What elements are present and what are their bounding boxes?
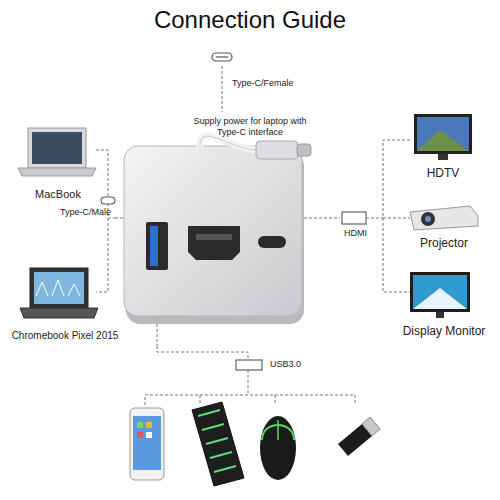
diagram-title: Connection Guide [0, 6, 500, 34]
app-icon [137, 432, 143, 438]
laptop-base [20, 308, 98, 318]
cable-edge [200, 136, 258, 150]
leader-line [108, 218, 115, 219]
tv-frame [414, 114, 472, 154]
leader-line [222, 66, 223, 112]
laptop-display [34, 272, 84, 304]
leader-line [383, 218, 410, 219]
monitor-screen [413, 275, 467, 309]
monitor-stand [436, 312, 444, 318]
port-label: USB3.0 [270, 359, 330, 370]
app-icon [137, 422, 143, 428]
leader-line [366, 218, 383, 219]
app-icon [146, 422, 152, 428]
bracket-line [145, 395, 355, 405]
leader-line [115, 218, 124, 219]
plug-tip [297, 144, 311, 156]
hdmi-port [188, 226, 240, 260]
hdtv-icon [414, 114, 472, 160]
mouse-wheel [277, 420, 279, 440]
projector-lens [421, 212, 435, 226]
adapter-body [124, 146, 302, 316]
laptop-display [32, 132, 82, 164]
cable [200, 136, 258, 150]
device-label: MacBook [18, 188, 98, 201]
usb-stick-icon [338, 417, 380, 456]
tv-picture [417, 130, 469, 151]
chromebook-icon [20, 268, 98, 318]
device-label: HDTV [410, 166, 476, 180]
leader-line [157, 346, 248, 395]
port-label: Type-C/Female [232, 78, 322, 89]
typec-icon [212, 53, 232, 61]
keyboard-body [192, 402, 244, 486]
windmill-picture [36, 280, 80, 296]
device-label: Display Monitor [392, 324, 496, 338]
phone-icon [130, 408, 164, 480]
leader-line [157, 324, 158, 346]
laptop-screen [30, 268, 88, 308]
monitor-frame [410, 272, 470, 312]
port-label: Type-C/Male [60, 207, 120, 218]
phone-body [130, 408, 164, 480]
mouse-icon [260, 416, 296, 480]
usb-port [146, 222, 168, 270]
monitor-picture [413, 288, 467, 309]
laptop-base [18, 168, 96, 176]
mouse-body [260, 416, 296, 480]
usb-icon [236, 360, 262, 370]
typec-icon-slot [216, 56, 228, 57]
monitor-icon [410, 272, 470, 318]
projector-body [410, 206, 478, 230]
projector-lens-glass [425, 216, 431, 222]
app-icon [146, 432, 152, 438]
bracket-line [96, 150, 108, 292]
port-note: Supply power for laptop with Type-C inte… [188, 116, 312, 138]
typec-icon [101, 197, 115, 204]
device-label: Chromebook Pixel 2015 [0, 330, 130, 342]
leader-line [304, 218, 340, 219]
keyboard-icon [192, 402, 244, 486]
device-label: Projector [402, 236, 486, 250]
laptop-screen [28, 128, 86, 168]
tv-stand [438, 154, 448, 160]
hdmi-icon [342, 212, 366, 224]
tv-screen [417, 117, 469, 151]
macbook-icon [18, 128, 96, 176]
usb-port-tongue [150, 226, 158, 266]
phone-screen [133, 416, 161, 470]
typec-plug [256, 141, 298, 159]
projector-icon [410, 206, 478, 230]
keyboard-keys [198, 410, 236, 472]
port-label: HDMI [344, 228, 384, 239]
hdmi-port-tongue [196, 234, 232, 240]
typec-port [258, 236, 286, 248]
bracket-line [383, 140, 410, 292]
stick-connector [362, 417, 380, 436]
